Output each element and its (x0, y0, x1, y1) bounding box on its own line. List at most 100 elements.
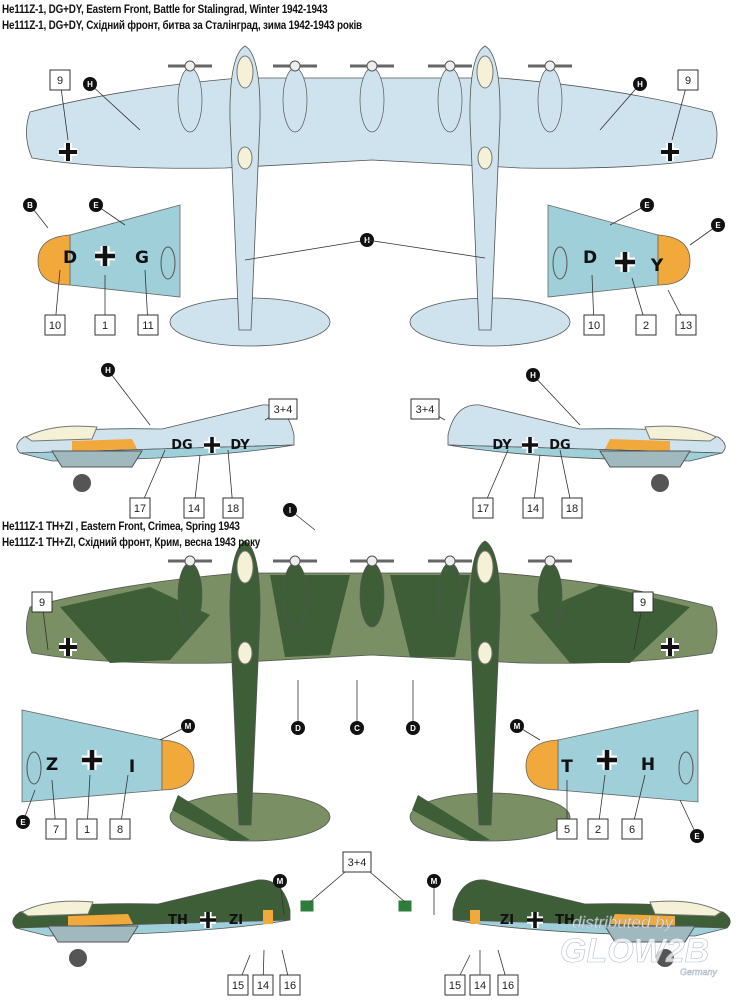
scheme2-title-en: He111Z-1 TH+ZI , Eastern Front, Crimea, … (2, 521, 240, 533)
leader-line (107, 369, 151, 426)
code-letters-b: DY (230, 438, 250, 453)
spinner (544, 60, 556, 72)
fin-code-left-b: G (135, 248, 149, 268)
callout-number: 8 (117, 824, 123, 836)
tail-band (37, 234, 71, 286)
callout-letter: H (105, 366, 111, 375)
callout-number-box (556, 818, 578, 840)
unit-emblem (299, 899, 315, 913)
engine-nacelle (437, 67, 463, 133)
callout-letter-circle (16, 815, 30, 829)
callout-letter: M (185, 722, 192, 731)
callout-number-box (252, 974, 274, 996)
fin-surface (557, 709, 699, 803)
leader-line (599, 83, 641, 131)
callout-letter-circle (350, 721, 364, 735)
callout-number: 3+4 (348, 857, 367, 869)
watermark-line1: distributed by (572, 913, 675, 932)
leader-line (309, 871, 346, 903)
gun-position (237, 146, 253, 170)
gun-position (237, 641, 253, 665)
callout-letter: E (93, 201, 99, 210)
callout-number: 17 (134, 503, 146, 515)
cockpit-glazing (236, 550, 254, 584)
callout-number: 1 (102, 320, 108, 332)
callout-letter: E (715, 221, 721, 230)
engine-nacelle (177, 67, 203, 133)
callout-number: 15 (449, 980, 461, 992)
watermark-line3: Germany (680, 967, 718, 977)
callout-letter-circle (510, 719, 524, 733)
callout-number: 17 (477, 503, 489, 515)
callout-letter: D (410, 724, 416, 733)
callout-number: 13 (680, 320, 692, 332)
fin-code-right-a: T (561, 757, 573, 777)
callout-number-box (49, 69, 71, 91)
fuselage (229, 45, 261, 331)
callout-letter-circle (711, 218, 725, 232)
unit-emblem (397, 899, 413, 913)
callout-number: 14 (474, 980, 486, 992)
tail-band (525, 739, 559, 791)
callout-number: 15 (232, 980, 244, 992)
engine-nacelle (537, 562, 563, 628)
cockpit-glazing (236, 55, 254, 89)
engine-nacelle (282, 67, 308, 133)
callout-number: 11 (142, 320, 153, 332)
trim-tab (26, 751, 42, 785)
fin-code-left-a: Z (46, 755, 58, 775)
balkenkreuz-icon (95, 246, 115, 266)
callout-number: 16 (502, 980, 514, 992)
callout-letter: M (277, 877, 284, 886)
callout-number: 9 (685, 75, 691, 87)
callout-number: 10 (588, 320, 600, 332)
spinner (444, 555, 456, 567)
callout-number: 2 (595, 824, 601, 836)
callout-number-box (342, 851, 372, 873)
callout-letter: I (289, 506, 291, 515)
callout-letter: D (295, 724, 301, 733)
engine-nacelle (437, 562, 463, 628)
fuselage (229, 540, 261, 826)
engine-nacelle (604, 925, 696, 943)
fuselage-band (605, 439, 670, 451)
callout-number: 14 (527, 503, 539, 515)
code-letters-a: DG (171, 438, 192, 453)
callout-number-box (183, 497, 205, 519)
callout-number-box (279, 974, 301, 996)
callout-number: 3+4 (274, 404, 293, 416)
callout-letter-circle (633, 77, 647, 91)
fin-code-left-a: D (63, 248, 77, 268)
cockpit-glazing (476, 550, 494, 584)
callout-number-box (31, 591, 53, 613)
canopy (649, 900, 722, 917)
code-letters-b: ZI (500, 913, 514, 928)
gun-position (477, 641, 493, 665)
fuselage-band (72, 439, 137, 451)
scheme1-fin-left (37, 204, 181, 298)
fuselage-band (263, 910, 273, 924)
wheel (73, 474, 91, 492)
tail-band (161, 739, 195, 791)
canopy (644, 425, 717, 442)
spinner (289, 555, 301, 567)
spinner (366, 60, 378, 72)
fin-code-right-b: H (641, 755, 655, 775)
callout-number-box (472, 497, 494, 519)
callout-letter: B (27, 201, 33, 210)
callout-number-box (675, 314, 697, 336)
callout-letter-circle (291, 721, 305, 735)
callout-number-box (677, 69, 699, 91)
camouflage-patch (172, 795, 250, 841)
callout-number: 5 (564, 824, 570, 836)
leader-line (532, 374, 581, 426)
callout-letter: E (694, 832, 700, 841)
callout-number: 7 (53, 824, 59, 836)
trim-tab (678, 751, 694, 785)
callout-letter-circle (427, 874, 441, 888)
callout-number: 18 (227, 503, 239, 515)
balkenkreuz-icon (522, 437, 538, 453)
balkenkreuz-icon (527, 912, 543, 928)
callout-number: 16 (284, 980, 296, 992)
